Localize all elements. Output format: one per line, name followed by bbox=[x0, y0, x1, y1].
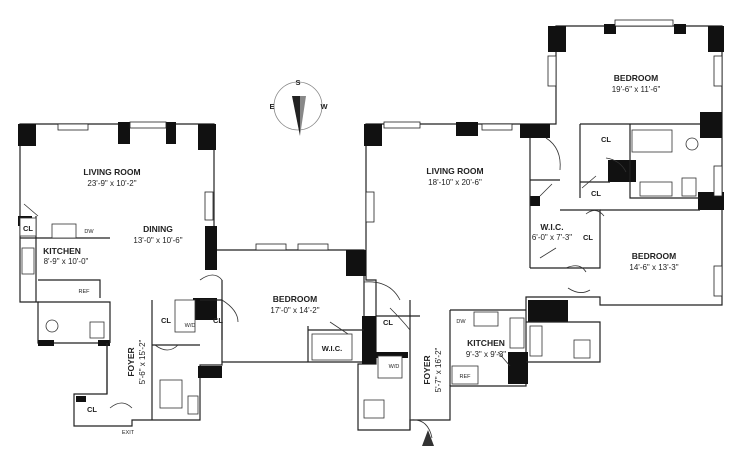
refrigerator-label-left: REF bbox=[79, 289, 91, 295]
kitchen-right-dims: 9'-3" x 9'-3" bbox=[466, 350, 506, 359]
closet-label-foyer-right: CL bbox=[383, 318, 393, 327]
bedroom-middle-dims: 17'-0" x 14'-2" bbox=[270, 306, 319, 315]
foyer-right-dims: 5'-7" x 16'-2" bbox=[434, 347, 443, 392]
dining-name: DINING bbox=[143, 224, 173, 234]
wic-middle-label: W.I.C. bbox=[322, 344, 342, 353]
compass-east-label: W bbox=[320, 102, 328, 111]
entry-arrow-icon bbox=[422, 430, 434, 446]
compass: S W E bbox=[269, 78, 328, 136]
washer-dryer-label-left: W/D bbox=[185, 323, 196, 329]
wic-right-name: W.I.C. bbox=[540, 222, 563, 232]
room-labels: LIVING ROOM 23'-9" x 10'-2" DINING 13'-0… bbox=[43, 73, 679, 392]
foyer-left-dims: 5'-6" x 15'-2" bbox=[138, 339, 147, 384]
living-room-right-dims: 18'-10" x 20'-6" bbox=[428, 178, 482, 187]
fixture-labels: CL DW REF CL W/D CL CL EXIT W.I.C. CL W/… bbox=[19, 135, 611, 436]
compass-needle-icon bbox=[292, 96, 300, 136]
closet-label-bedroom-right: CL bbox=[583, 233, 593, 242]
bedroom-right-name: BEDROOM bbox=[632, 251, 676, 261]
kitchen-left-name: KITCHEN bbox=[43, 246, 81, 256]
wic-right-dims: 6'-0" x 7'-3" bbox=[532, 233, 572, 242]
bedroom-top-right-name: BEDROOM bbox=[614, 73, 658, 83]
interior-partitions bbox=[20, 123, 700, 446]
closet-label-bath-top: CL bbox=[601, 135, 611, 144]
left-unit-outline bbox=[19, 123, 365, 427]
refrigerator-label-right: REF bbox=[460, 374, 472, 380]
living-room-right-name: LIVING ROOM bbox=[426, 166, 483, 176]
closet-label-bath-bottom: CL bbox=[591, 189, 601, 198]
closet-label-kitchen-left: CL bbox=[23, 224, 33, 233]
exterior-walls bbox=[18, 24, 724, 431]
living-room-left-dims: 23'-9" x 10'-2" bbox=[87, 179, 136, 188]
bedroom-middle-name: BEDROOM bbox=[273, 294, 317, 304]
exit-label: EXIT bbox=[122, 430, 135, 436]
compass-west-label: E bbox=[269, 102, 274, 111]
washer-dryer-label-right: W/D bbox=[389, 364, 400, 370]
bedroom-top-right-dims: 19'-6" x 11'-6" bbox=[612, 85, 661, 94]
closet-label-foyer-left-a: CL bbox=[161, 316, 171, 325]
living-room-left-name: LIVING ROOM bbox=[83, 167, 140, 177]
closet-label-foyer-left-b: CL bbox=[213, 316, 223, 325]
windows bbox=[57, 19, 723, 297]
foyer-left-name: FOYER bbox=[126, 347, 136, 376]
foyer-right-name: FOYER bbox=[422, 355, 432, 384]
bedroom-right-dims: 14'-6" x 13'-3" bbox=[629, 263, 678, 272]
kitchen-left-dims: 8'-9" x 10'-0" bbox=[44, 257, 89, 266]
dining-dims: 13'-0" x 10'-6" bbox=[133, 236, 182, 245]
dishwasher-label-right: DW bbox=[456, 319, 466, 325]
dishwasher-label-left: DW bbox=[84, 229, 94, 235]
compass-north-label: S bbox=[295, 78, 300, 87]
kitchen-right-name: KITCHEN bbox=[467, 338, 505, 348]
closet-label-exit: CL bbox=[87, 405, 97, 414]
